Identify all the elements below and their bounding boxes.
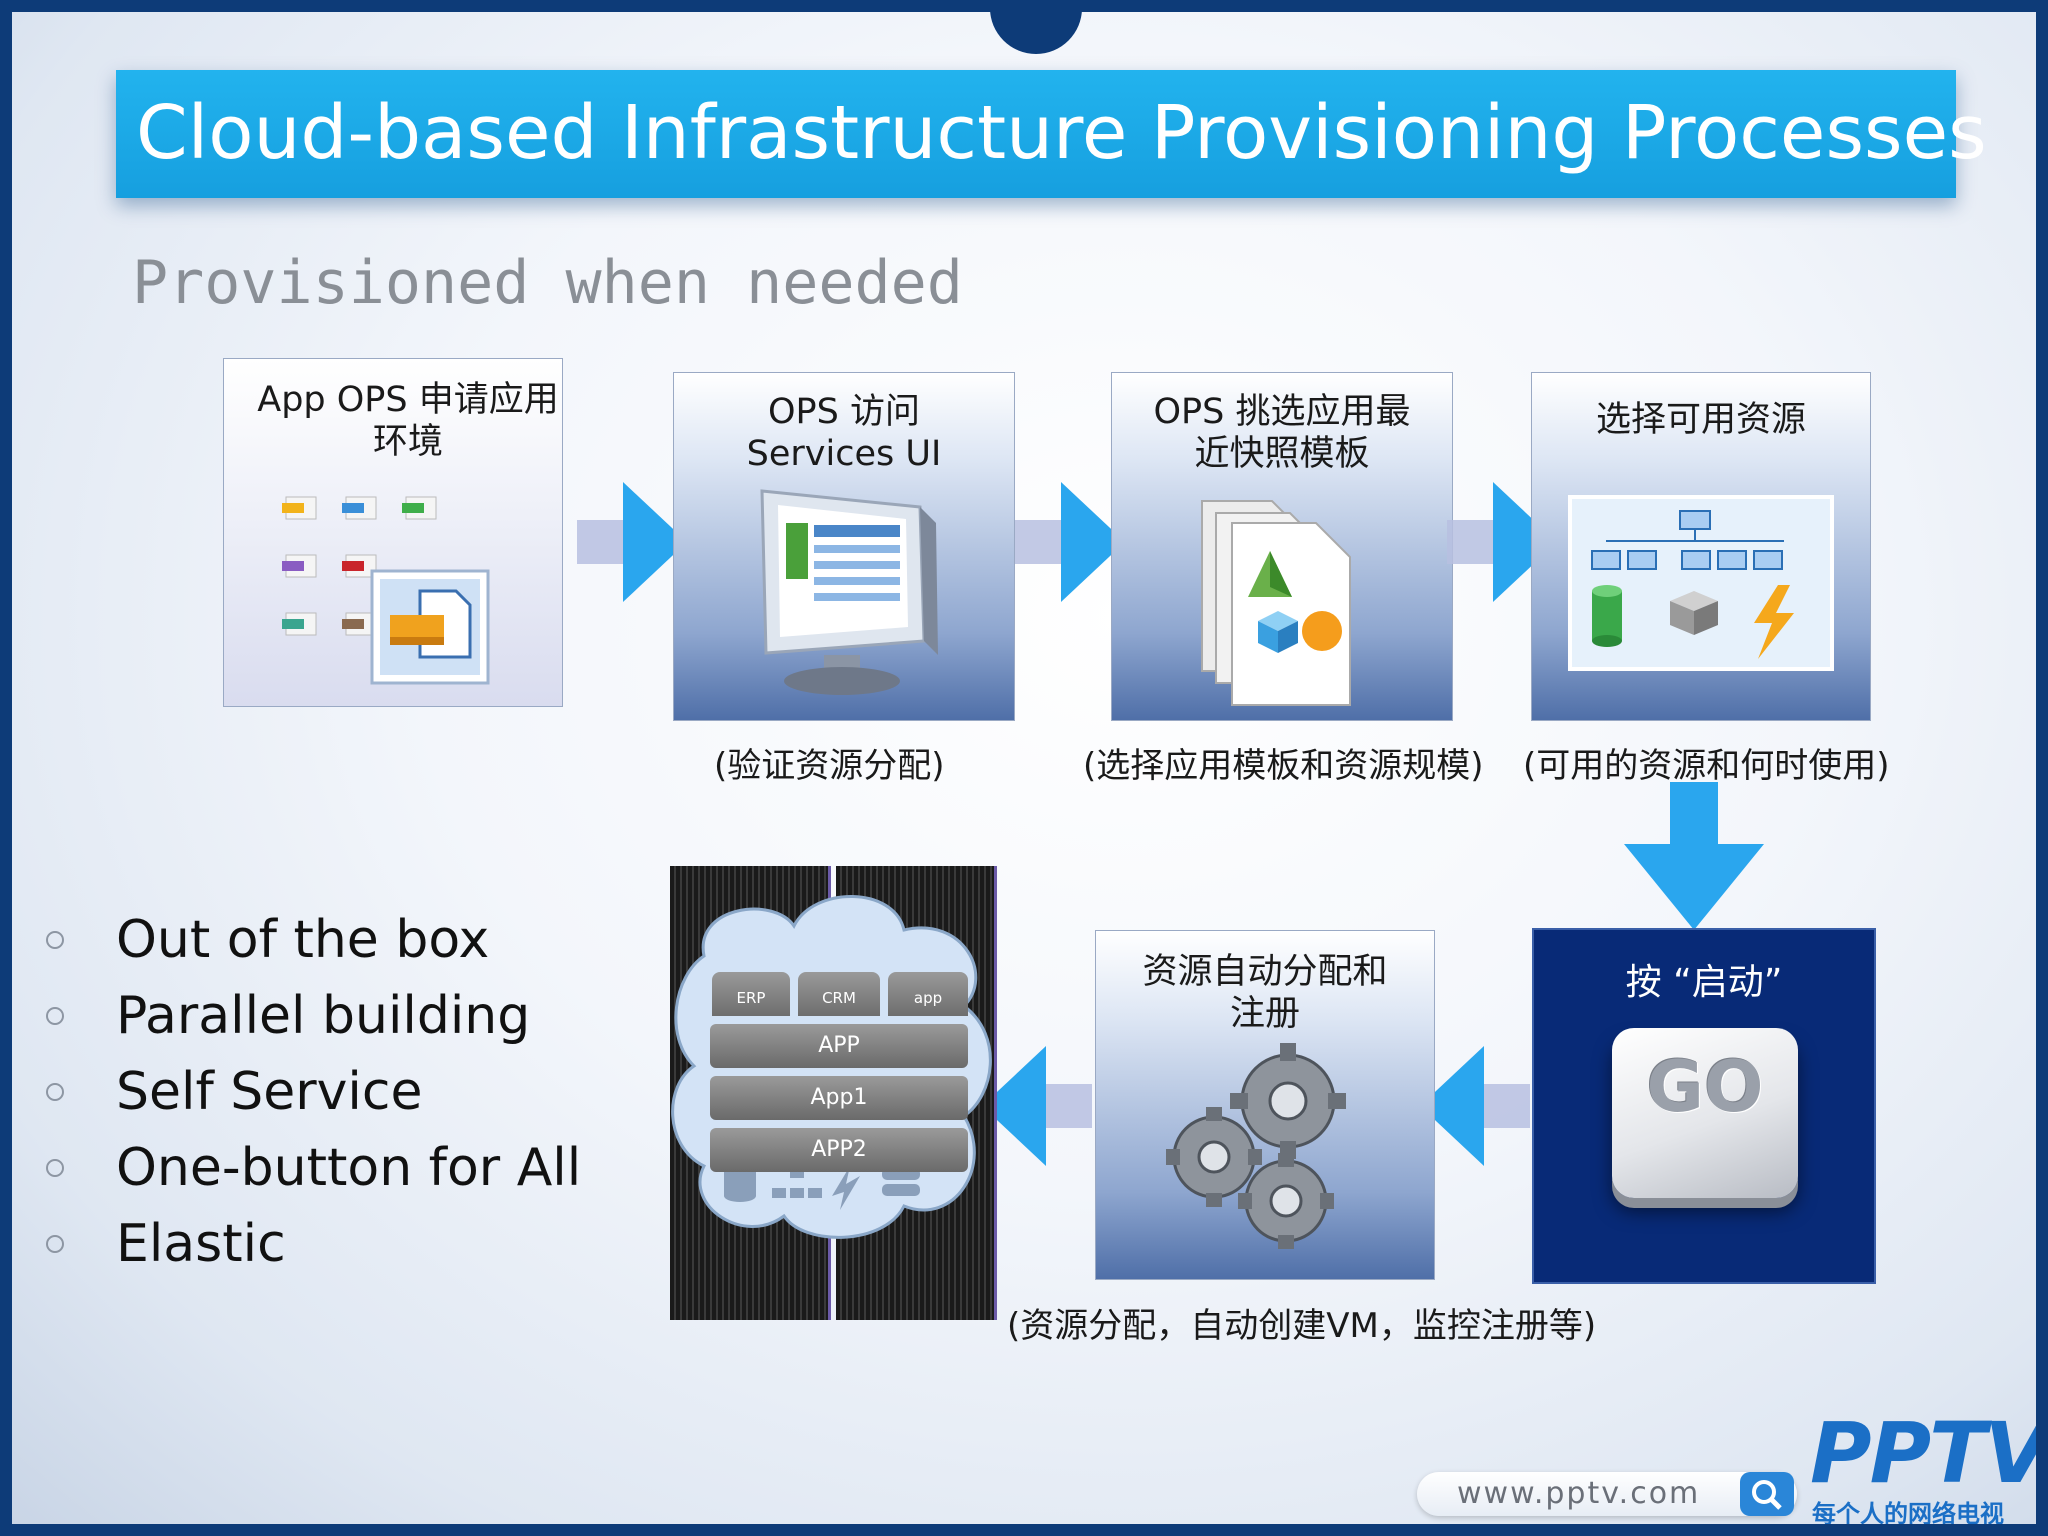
go-button[interactable]: GO	[1612, 1028, 1798, 1198]
title-bar: Cloud-based Infrastructure Provisioning …	[116, 70, 1987, 198]
step-press-go: 按 “启动” GO	[1532, 928, 1876, 1284]
template-files-icon	[1201, 500, 1351, 706]
step-label: 资源自动分配和 注册	[1142, 952, 1388, 1034]
bullet-icon	[46, 1235, 64, 1253]
stack-tile: ERP	[712, 972, 790, 1016]
step-label: OPS 挑选应用最 近快照模板	[1153, 392, 1411, 474]
arrow-right-icon	[1447, 482, 1557, 602]
stack-tile: CRM	[798, 972, 880, 1016]
step-label: 选择可用资源	[1595, 400, 1806, 440]
stack-layer: App1	[710, 1076, 968, 1120]
step-caption: (资源分配，自动创建VM，监控注册等)	[1007, 1306, 1597, 1346]
arrow-down-icon	[1624, 782, 1764, 930]
footer-search-bar[interactable]: www.pptv.com	[1417, 1472, 1797, 1516]
step-caption: (验证资源分配)	[714, 746, 945, 786]
bullet-icon	[46, 931, 64, 949]
list-item: Self Service	[42, 1054, 581, 1130]
stack-layer: APP	[710, 1024, 968, 1068]
step-caption: (选择应用模板和资源规模)	[1083, 746, 1484, 786]
pptv-logo: PPTV	[1810, 1404, 2036, 1502]
monitor-icon	[760, 489, 938, 695]
page-title: Cloud-based Infrastructure Provisioning …	[136, 90, 1987, 176]
go-button-label: GO	[1646, 1046, 1764, 1128]
documents-icon	[282, 496, 490, 685]
server-racks: ERP CRM app APP App1 APP2	[670, 866, 1000, 1320]
bullet-icon	[46, 1159, 64, 1177]
step-select-resources: 选择可用资源	[1531, 372, 1871, 721]
list-item: Out of the box	[42, 902, 581, 978]
step-label: 按 “启动”	[1625, 962, 1783, 1003]
arrow-right-icon	[577, 482, 687, 602]
bullet-icon	[46, 1083, 64, 1101]
resources-icon	[1568, 495, 1834, 671]
footer-url: www.pptv.com	[1457, 1476, 1701, 1511]
logo-tagline: 每个人的网络电视	[1812, 1500, 2004, 1524]
list-item: Elastic	[42, 1206, 581, 1282]
feature-list: Out of the box Parallel building Self Se…	[42, 902, 581, 1282]
step-caption: (可用的资源和何时使用)	[1523, 746, 1890, 786]
bullet-icon	[46, 1007, 64, 1025]
slide: Cloud-based Infrastructure Provisioning …	[12, 12, 2036, 1524]
arrow-left-icon	[1420, 1046, 1530, 1166]
step-auto-allocate: 资源自动分配和 注册	[1095, 930, 1435, 1280]
page-subtitle: Provisioned when needed	[132, 248, 963, 318]
step-app-ops-request: App OPS 申请应用 环境	[223, 358, 563, 707]
stack-tile: app	[888, 972, 968, 1016]
gears-icon	[1166, 1043, 1346, 1249]
arrow-right-icon	[1015, 482, 1125, 602]
top-notch	[990, 12, 1082, 54]
list-item: Parallel building	[42, 978, 581, 1054]
arrow-left-icon	[982, 1046, 1092, 1166]
step-ops-template: OPS 挑选应用最 近快照模板	[1111, 372, 1453, 721]
list-item: One-button for All	[42, 1130, 581, 1206]
stack-layer: APP2	[710, 1128, 968, 1172]
step-label: App OPS 申请应用 环境	[257, 380, 559, 462]
search-icon[interactable]	[1740, 1472, 1794, 1516]
step-label: OPS 访问 Services UI	[746, 392, 942, 474]
step-ops-services-ui: OPS 访问 Services UI	[673, 372, 1015, 721]
